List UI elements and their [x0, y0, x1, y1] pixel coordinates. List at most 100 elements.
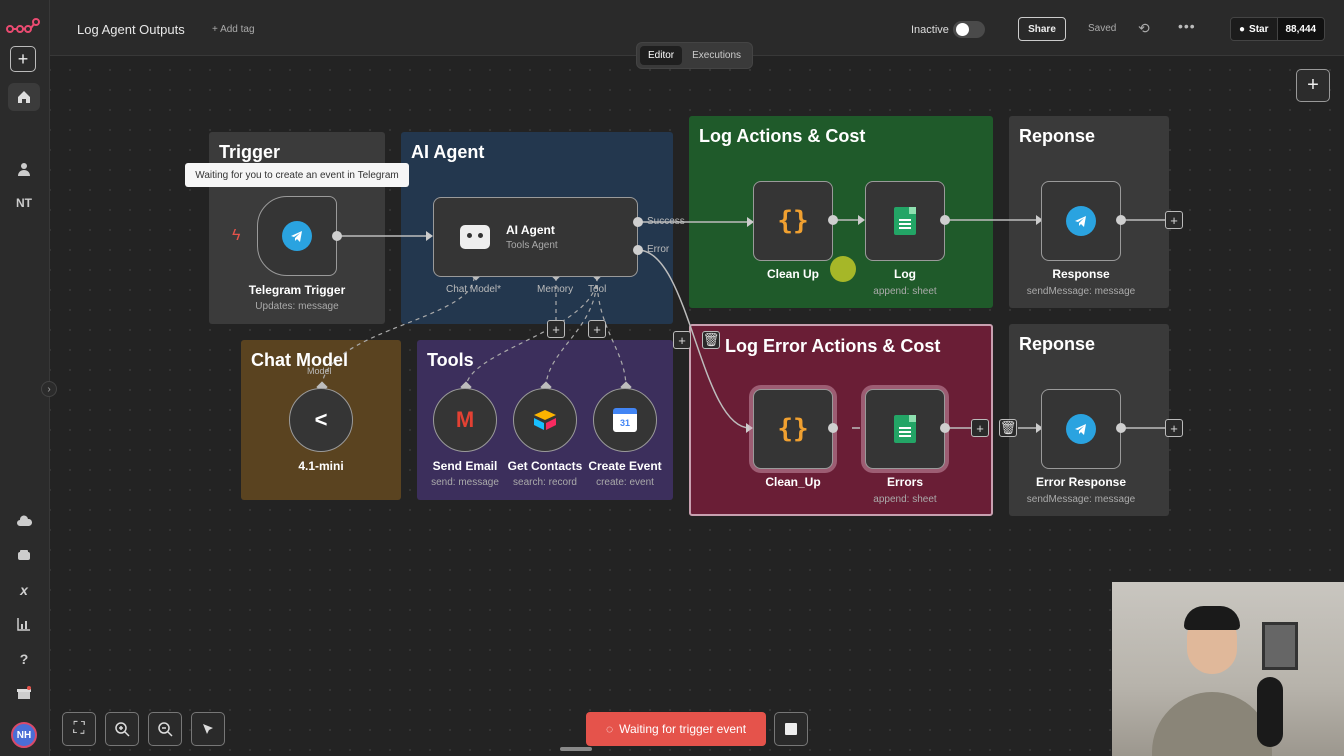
lightning-icon: ϟ	[232, 227, 241, 244]
connection-error	[637, 249, 751, 429]
expand-sidebar-button[interactable]: ›	[41, 381, 57, 397]
n8n-logo[interactable]	[6, 16, 40, 41]
gmail-icon: M	[455, 407, 475, 432]
node-clean-up[interactable]: {}	[753, 181, 833, 261]
github-star-count: 88,444	[1276, 18, 1325, 40]
error-port[interactable]	[633, 245, 643, 255]
node-errors[interactable]	[865, 389, 945, 469]
port-label-memory: Memory	[537, 284, 574, 295]
node-label: Get Contacts	[507, 459, 583, 473]
node-subtitle: Tools Agent	[506, 240, 558, 251]
output-port[interactable]	[332, 231, 342, 241]
workflow-name[interactable]: Log Agent Outputs	[77, 22, 185, 37]
stop-execution-button[interactable]	[774, 712, 808, 746]
group-title: Reponse	[1019, 334, 1096, 354]
delete-sticky-icon[interactable]: 🗑	[702, 331, 720, 349]
home-icon[interactable]	[8, 83, 40, 111]
output-port[interactable]	[1116, 215, 1126, 225]
stop-icon	[785, 723, 797, 735]
zoom-out-button[interactable]	[148, 712, 182, 746]
google-sheets-icon	[894, 415, 916, 443]
github-star-widget[interactable]: ●Star 88,444	[1230, 17, 1326, 41]
waiting-trigger-button[interactable]: ◌ Waiting for trigger event	[586, 712, 766, 746]
node-ai-agent[interactable]: AI Agent Tools Agent	[433, 197, 638, 277]
zoom-in-button[interactable]	[105, 712, 139, 746]
add-memory-button[interactable]: +	[547, 320, 565, 338]
project-initials[interactable]: NT	[16, 196, 32, 210]
share-button[interactable]: Share	[1018, 17, 1066, 41]
node-subtitle: sendMessage: message	[1026, 494, 1136, 505]
node-subtitle: append: sheet	[873, 286, 937, 297]
add-next-node-button[interactable]: +	[1165, 419, 1183, 437]
output-port[interactable]	[828, 423, 838, 433]
port-label-model: Model	[307, 366, 332, 376]
tab-editor[interactable]: Editor	[640, 46, 683, 65]
cursor-mode-button[interactable]	[191, 712, 225, 746]
help-icon[interactable]: ?	[19, 651, 29, 667]
node-label: Send Email	[432, 459, 498, 473]
fit-view-button[interactable]: ⛶	[62, 712, 96, 746]
add-workflow-button[interactable]: +	[10, 46, 36, 72]
pointer-icon	[203, 724, 213, 734]
history-icon[interactable]: ⟲	[1138, 20, 1150, 36]
scroll-indicator	[560, 747, 592, 751]
node-label: Errors	[886, 475, 924, 489]
add-next-node-button[interactable]: +	[1165, 211, 1183, 229]
node-label: Log	[894, 267, 916, 281]
saved-status: Saved	[1088, 23, 1117, 34]
node-log[interactable]	[865, 181, 945, 261]
airtable-icon	[534, 410, 556, 430]
webcam-overlay	[1112, 582, 1344, 756]
tab-executions[interactable]: Executions	[692, 50, 742, 61]
telegram-icon	[282, 221, 312, 251]
add-tool-button[interactable]: +	[588, 320, 606, 338]
node-chat-model[interactable]: <	[289, 388, 353, 452]
success-port[interactable]	[633, 217, 643, 227]
telegram-icon	[1066, 206, 1096, 236]
spinner-icon: ◌	[605, 722, 614, 736]
node-send-email[interactable]: M	[433, 388, 497, 452]
openai-icon: <	[314, 407, 328, 432]
group-title: Log Error Actions & Cost	[725, 336, 941, 356]
insights-icon[interactable]	[9, 611, 39, 637]
output-port[interactable]	[1116, 423, 1126, 433]
add-sticky-button[interactable]: +	[673, 331, 691, 349]
zoom-out-icon	[158, 722, 173, 737]
add-node-button[interactable]: +	[1296, 69, 1330, 102]
avatar[interactable]: NH	[11, 722, 37, 748]
node-response[interactable]	[1041, 181, 1121, 261]
code-icon: {}	[777, 206, 809, 236]
cloud-icon[interactable]	[9, 508, 39, 534]
node-label: Telegram Trigger	[248, 283, 346, 297]
more-options-icon[interactable]: •••	[1178, 18, 1196, 34]
node-subtitle: create: event	[596, 477, 654, 488]
telegram-icon	[1066, 414, 1096, 444]
group-title: Log Actions & Cost	[699, 126, 866, 146]
node-label: 4.1-mini	[298, 459, 344, 473]
node-subtitle: search: record	[513, 477, 577, 488]
editor-tabs: Editor Executions	[636, 42, 754, 69]
node-create-event[interactable]: 31	[593, 388, 657, 452]
group-title: Tools	[427, 350, 474, 370]
output-port[interactable]	[828, 215, 838, 225]
active-toggle[interactable]	[953, 21, 985, 38]
templates-icon[interactable]	[9, 542, 39, 568]
insert-node-button[interactable]: +	[971, 419, 989, 437]
node-telegram-trigger[interactable]	[257, 196, 337, 276]
variables-icon[interactable]: x	[20, 582, 28, 598]
node-error-response[interactable]	[1041, 389, 1121, 469]
node-get-contacts[interactable]	[513, 388, 577, 452]
delete-connection-icon[interactable]: 🗑	[999, 419, 1017, 437]
node-subtitle: Updates: message	[255, 301, 339, 312]
output-port[interactable]	[940, 215, 950, 225]
sidebar: + NT › x ? NH	[0, 0, 57, 756]
node-label: Clean Up	[766, 267, 820, 281]
user-icon[interactable]	[9, 156, 39, 182]
gift-icon[interactable]	[9, 680, 39, 706]
add-tag-link[interactable]: + Add tag	[212, 24, 255, 35]
node-clean-up-2[interactable]: {}	[753, 389, 833, 469]
port-label-success: Success	[647, 216, 685, 227]
output-port[interactable]	[940, 423, 950, 433]
google-sheets-icon	[894, 207, 916, 235]
